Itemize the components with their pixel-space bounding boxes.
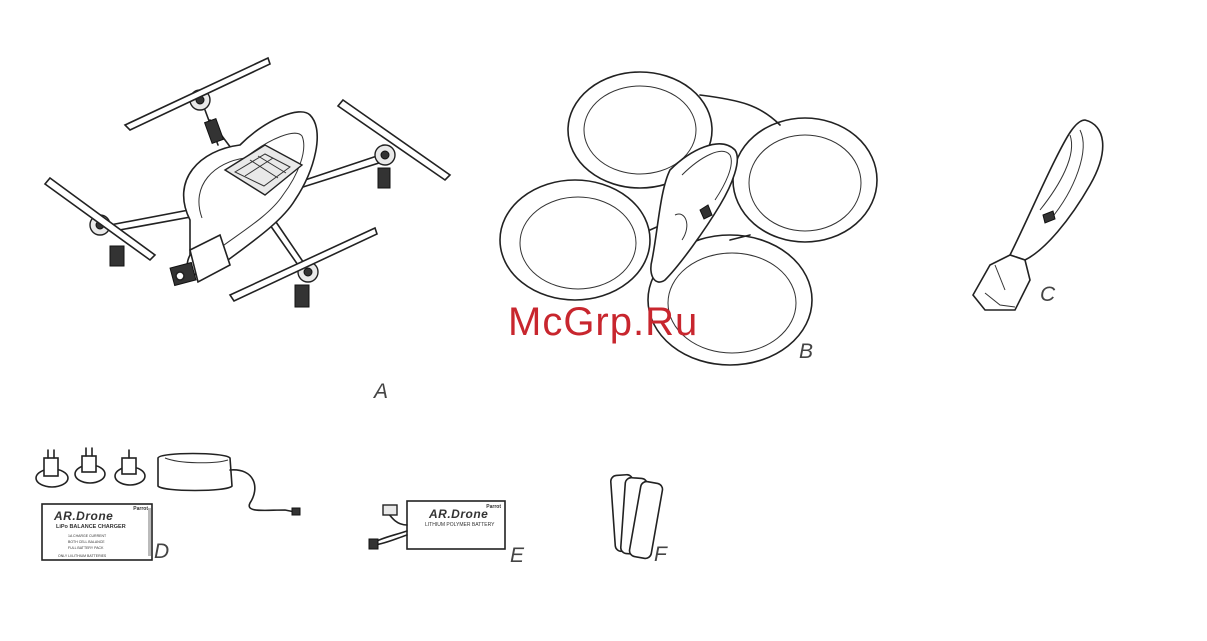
charger-led-2: BOTH CELL BALANCE	[68, 540, 105, 544]
watermark: McGrp.Ru	[508, 300, 698, 345]
figure-label-e: E	[510, 544, 524, 568]
figure-label-f: F	[654, 543, 667, 567]
battery-logo: AR.Drone	[429, 507, 488, 521]
charger-led-3: FULL BATTERY PACK	[68, 546, 103, 550]
charger-logo: AR.Drone	[54, 509, 113, 523]
charger-title: LiPo BALANCE CHARGER	[56, 524, 126, 530]
battery-label-text: Parrot AR.Drone LITHIUM POLYMER BATTERY	[407, 501, 505, 549]
charger-led-1: 1A CHARGE CURRENT	[68, 534, 106, 538]
battery-brand: Parrot	[486, 504, 501, 510]
charger-brand: Parrot	[133, 506, 148, 512]
battery-title: LITHIUM POLYMER BATTERY	[425, 522, 494, 528]
drone-illustration	[40, 50, 460, 330]
charger-box-text: Parrot AR.Drone LiPo BALANCE CHARGER 1A …	[42, 504, 152, 560]
figure-label-b: B	[799, 340, 813, 364]
figure-label-a: A	[374, 380, 388, 404]
figure-label-c: C	[1040, 283, 1055, 307]
charger-footer: ONLY LI/LITHIUM BATTERIES	[58, 554, 106, 558]
figure-label-d: D	[154, 540, 169, 564]
